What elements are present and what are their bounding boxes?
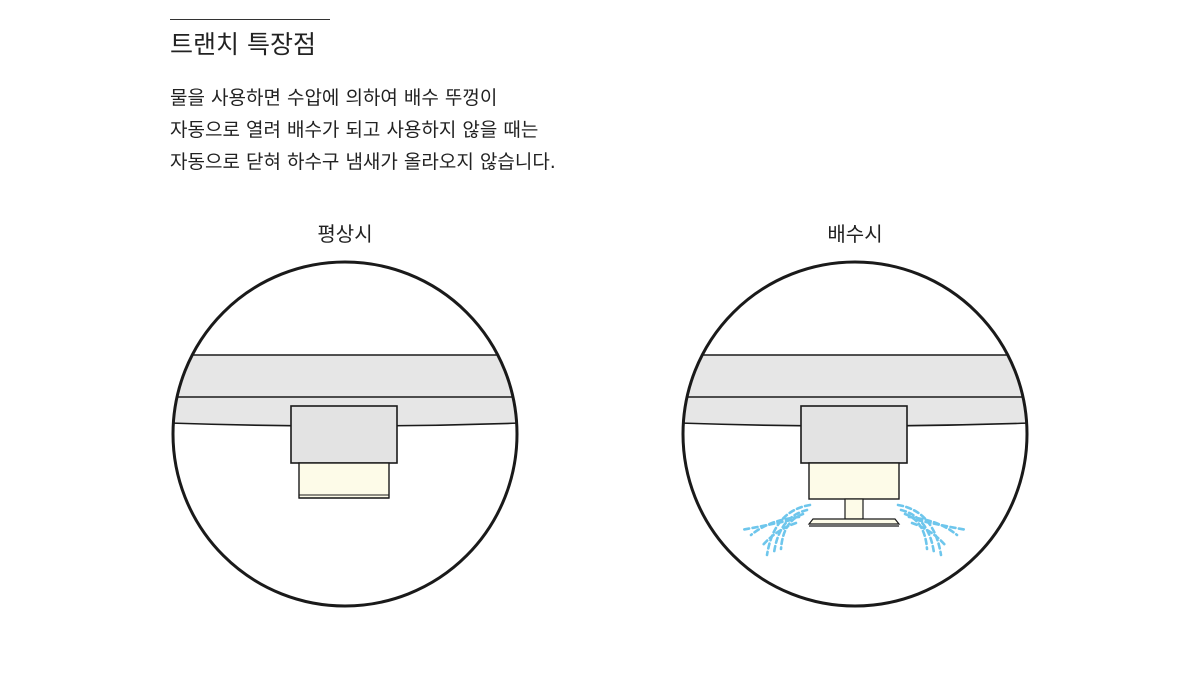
magnifier-circle — [171, 260, 519, 608]
water-stream-left-1 — [765, 503, 812, 557]
draining-state-label: 배수시 — [827, 222, 883, 246]
drain-valve-cap-upper — [808, 462, 900, 500]
drain-housing — [800, 405, 908, 464]
water-stream-right-2 — [899, 508, 936, 555]
water-stream-left-2 — [772, 508, 809, 555]
magnifier-circle — [681, 260, 1029, 608]
valve-stem — [844, 498, 864, 520]
water-stream-left-6 — [761, 521, 798, 547]
description-line-2: 자동으로 열려 배수가 되고 사용하지 않을 때는 — [170, 119, 539, 141]
drain-valve-cap-closed — [298, 462, 390, 499]
water-stream-right-5 — [915, 518, 969, 532]
valve-disc-open — [807, 518, 901, 525]
normal-state-label: 평상시 — [317, 222, 373, 246]
water-stream-right-6 — [910, 521, 947, 547]
water-stream-right-1 — [896, 503, 943, 557]
description-line-1: 물을 사용하면 수압에 의하여 배수 뚜껑이 — [170, 87, 498, 109]
water-stream-left-5 — [739, 518, 793, 532]
water-spray-left — [739, 503, 812, 557]
water-spray-right — [896, 503, 969, 557]
normal-state-diagram — [171, 260, 519, 608]
feature-description: 물을 사용하면 수압에 의하여 배수 뚜껑이 자동으로 열려 배수가 되고 사용… — [170, 82, 556, 178]
description-line-3: 자동으로 닫혀 하수구 냄새가 올라오지 않습니다. — [170, 151, 556, 173]
drain-housing — [290, 405, 398, 464]
section-title: 트랜치 특장점 — [170, 30, 316, 59]
title-rule — [170, 19, 330, 20]
draining-state-diagram — [681, 260, 1029, 608]
normal-state-cutaway — [173, 354, 517, 499]
draining-state-cutaway — [683, 354, 1027, 557]
